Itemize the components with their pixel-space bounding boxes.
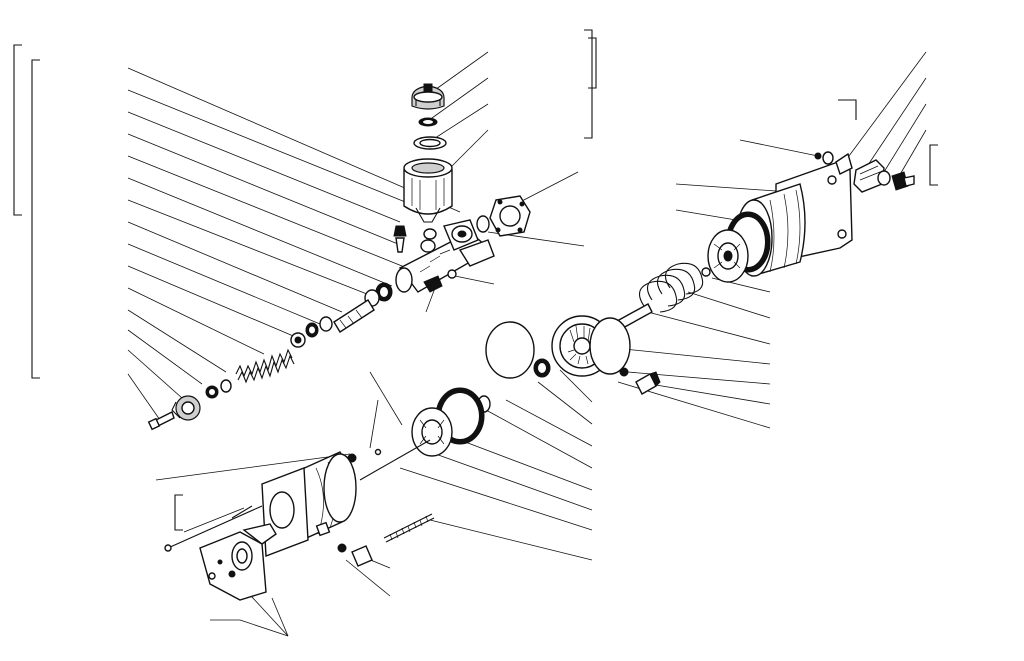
- leader-line: [239, 619, 289, 637]
- leader-line: [845, 51, 927, 161]
- leader-line: [649, 383, 771, 405]
- leader-line: [127, 155, 413, 271]
- leader-line: [369, 371, 403, 426]
- leader-lines-left: [127, 67, 461, 421]
- leader-line: [431, 51, 489, 93]
- leader-line: [369, 399, 379, 449]
- leader-line: [127, 111, 401, 223]
- leader-line: [519, 171, 579, 203]
- leader-lines-right: [613, 51, 927, 429]
- bracket-left-main: [31, 59, 40, 379]
- bracket-filter-inner: [588, 37, 597, 89]
- leader-line: [155, 453, 351, 481]
- front-diaphragm: [589, 317, 631, 375]
- banjo-fitting: [337, 543, 373, 567]
- bracket-valve-top: [838, 99, 857, 120]
- leader-line: [425, 287, 436, 313]
- leader-line: [537, 381, 593, 425]
- leader-line: [127, 199, 373, 297]
- leader-line: [505, 399, 593, 447]
- leader-line: [127, 329, 203, 385]
- leader-line: [429, 451, 593, 511]
- large-o-ring: [485, 321, 535, 379]
- grouping-brackets: [13, 29, 938, 531]
- fitting: [423, 275, 443, 293]
- leader-lines-top: [425, 51, 585, 313]
- leader-line: [127, 373, 161, 421]
- mounting-bracket: [199, 523, 277, 601]
- leader-line: [687, 291, 771, 319]
- booster-housing-rear: [735, 161, 853, 277]
- leader-line: [431, 103, 489, 141]
- bracket-left-top: [13, 44, 22, 216]
- leader-line: [127, 309, 227, 373]
- long-bolt: [167, 505, 263, 549]
- brake-line-spring: [383, 513, 435, 543]
- leader-line: [454, 275, 495, 285]
- leader-line: [127, 287, 265, 355]
- leader-line: [127, 265, 299, 339]
- return-spring: [235, 348, 295, 384]
- check-valve: [635, 371, 661, 395]
- flange-gasket: [476, 195, 531, 237]
- leader-line: [639, 309, 771, 345]
- leader-line: [485, 409, 593, 469]
- leader-line: [127, 349, 183, 399]
- leader-line: [399, 467, 593, 531]
- valve-top-right: [814, 151, 915, 193]
- rear-diaphragm-plate: [707, 229, 749, 283]
- leader-line: [459, 439, 593, 491]
- end-cap: [171, 395, 201, 421]
- leader-line: [127, 89, 431, 213]
- leader-line: [127, 243, 321, 325]
- valve-fitting: [891, 171, 915, 191]
- leader-line: [897, 129, 927, 179]
- end-bolt: [147, 411, 175, 431]
- leader-line: [559, 369, 593, 403]
- valve-body: [393, 219, 495, 293]
- leader-line: [675, 183, 791, 193]
- leader-line: [183, 507, 245, 533]
- small-washer: [420, 239, 436, 253]
- leader-lines-lower: [155, 369, 593, 637]
- leader-line: [865, 77, 927, 169]
- booster-housing-front: [261, 451, 357, 557]
- leader-line: [127, 177, 393, 287]
- piston-stack: [147, 282, 393, 431]
- bracket-bottom-left: [174, 494, 183, 531]
- filter-bowl: [403, 158, 453, 223]
- leader-line: [613, 347, 771, 365]
- leader-line: [127, 221, 343, 313]
- leader-line: [449, 129, 489, 169]
- valve-disc: [411, 407, 453, 457]
- leader-line: [431, 77, 489, 119]
- bleed-screw: [393, 225, 407, 237]
- leader-line: [345, 559, 391, 597]
- booster-spring: [638, 262, 704, 313]
- leader-line: [127, 133, 399, 245]
- leader-line: [271, 597, 289, 637]
- filter-assembly: [403, 83, 453, 223]
- piston-rod: [333, 299, 375, 333]
- small-o-ring: [701, 267, 711, 277]
- leader-line: [429, 519, 593, 561]
- bracket-filter-group: [584, 29, 593, 139]
- bracket-valve-right: [929, 144, 938, 186]
- leader-line: [739, 139, 819, 157]
- tie-rod: [359, 439, 431, 481]
- filter-cap: [411, 83, 445, 110]
- leader-line: [883, 103, 927, 173]
- small-washer: [423, 228, 437, 240]
- check-valve-grommet: [619, 367, 629, 377]
